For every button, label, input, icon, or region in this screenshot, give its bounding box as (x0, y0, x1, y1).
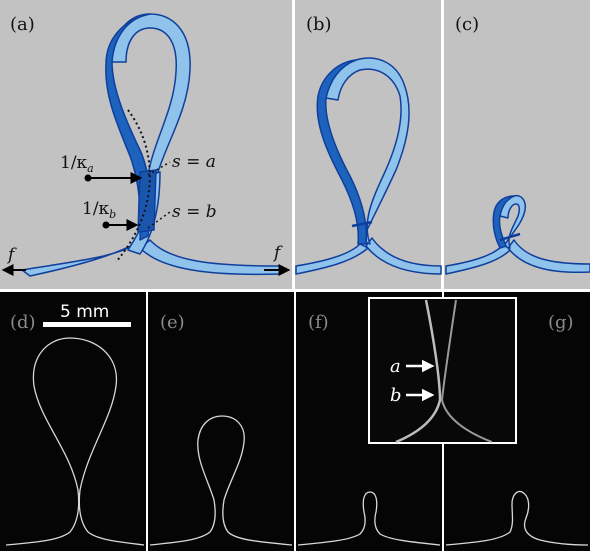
inv-kappa-a-label: 1/κa (60, 153, 94, 175)
leader-a (147, 161, 171, 176)
inset-frame (368, 297, 517, 444)
panel-c-bg (444, 0, 590, 289)
force-left-label: f (6, 245, 17, 265)
inset-ribbon-left (395, 299, 442, 444)
inset-ribbon-right (440, 299, 493, 443)
panel-label-c: (c) (455, 14, 479, 35)
photo-d-ribbon (5, 337, 145, 546)
panel-label-a: (a) (10, 14, 35, 35)
photo-g-ribbon (445, 490, 589, 546)
panel-label-b: (b) (306, 14, 332, 35)
force-right-label: f (272, 243, 283, 263)
panel-label-f: (f) (308, 312, 329, 333)
panel-b-ribbon (295, 57, 442, 275)
panel-label-d: (d) (10, 312, 36, 333)
scale-bar (43, 322, 131, 327)
inv-kappa-b-label: 1/κb (82, 199, 116, 221)
scale-bar-label: 5 mm (60, 302, 109, 322)
panel-c-ribbon (445, 194, 590, 275)
s-eq-b-label: s = b (172, 202, 217, 222)
panel-label-e: (e) (160, 312, 185, 333)
photo-f-ribbon (297, 491, 441, 546)
panel-label-g: (g) (548, 312, 574, 333)
osculating-curve (115, 109, 151, 263)
inset-marker-a: a (390, 356, 401, 377)
inset-marker-b: b (390, 385, 402, 406)
s-eq-a-label: s = a (172, 152, 216, 172)
panel-e-bg (148, 292, 294, 551)
panel-d-bg (0, 292, 146, 551)
photo-e-ribbon (149, 415, 293, 546)
